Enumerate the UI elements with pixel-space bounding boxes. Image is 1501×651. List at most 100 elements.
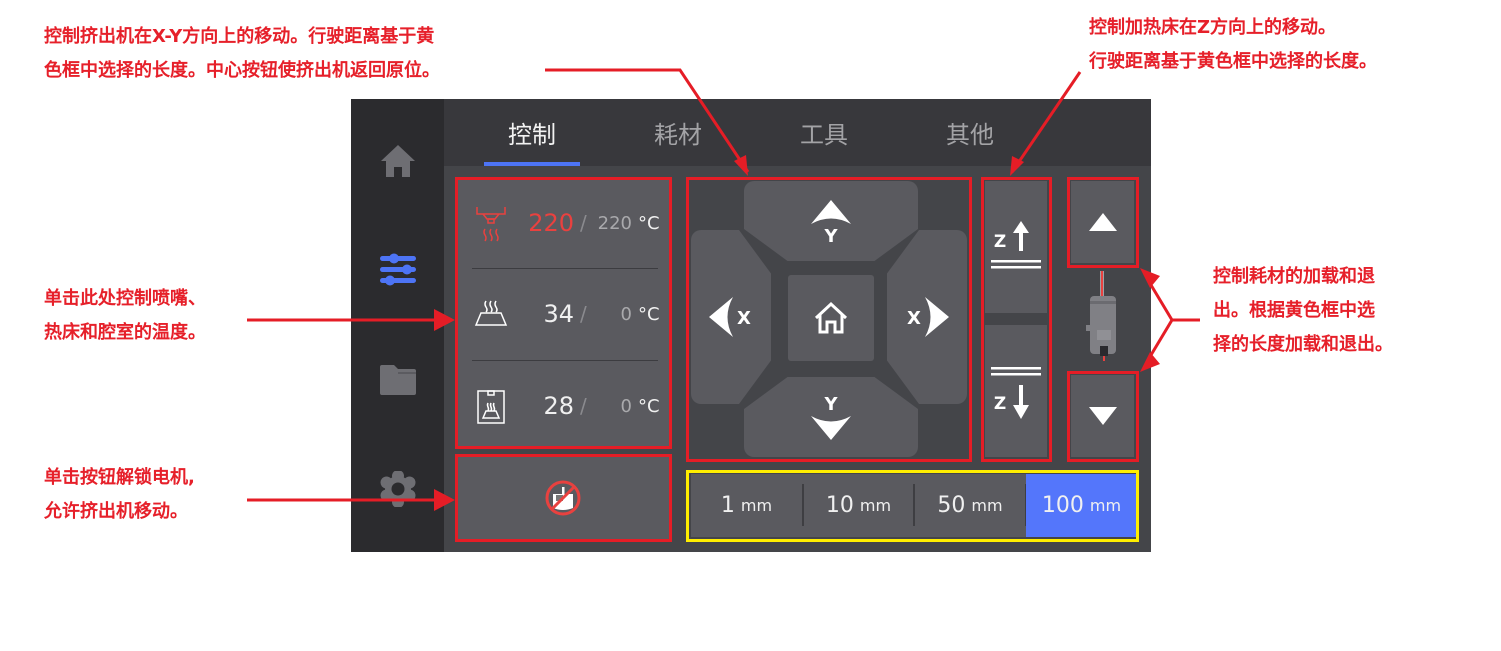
tab-filament[interactable]: 耗材: [630, 99, 726, 166]
temp-row-chamber[interactable]: 28 / 0 °C: [456, 361, 670, 451]
bed-target-temp: 0: [620, 303, 632, 325]
extruder-icon: [1085, 269, 1119, 365]
move-z-up-button[interactable]: Z: [985, 181, 1047, 313]
annotation-xy-move: 控制挤出机在X-Y方向上的移动。行驶距离基于黄 色框中选择的长度。中心按钮使挤出…: [44, 20, 440, 88]
temperature-panel: 220 / 220 °C 34 / 0 °C: [456, 178, 670, 447]
annotation-line: 出。根据黄色框中选: [1213, 300, 1375, 321]
annotation-line: 控制挤出机在X-Y方向上的移动。行驶距离基于黄: [44, 26, 435, 47]
highlight-unlock: [455, 454, 672, 542]
tab-label: 耗材: [654, 121, 702, 149]
tab-tools[interactable]: 工具: [776, 99, 872, 166]
sidebar-item-home[interactable]: [351, 131, 444, 191]
tab-label: 工具: [800, 121, 848, 149]
temp-row-bed[interactable]: 34 / 0 °C: [456, 269, 670, 359]
filament-load-button[interactable]: [1071, 181, 1134, 263]
arrow-up-icon: Y: [809, 197, 853, 245]
distance-option-100mm[interactable]: 100 mm: [1026, 474, 1137, 537]
temp-unit: °C: [638, 395, 660, 417]
printer-screen: 控制 耗材 工具 其他 220 / 220 °C: [351, 99, 1151, 552]
nozzle-current-temp: 220: [528, 209, 574, 237]
annotation-line: 单击此处控制喷嘴、: [44, 288, 206, 309]
annotation-line: 允许挤出机移动。: [44, 501, 188, 522]
sidebar: [351, 99, 444, 552]
distance-unit: mm: [971, 496, 1003, 515]
triangle-up-icon: [1087, 211, 1119, 233]
highlight-load: [1067, 177, 1139, 268]
annotation-line: 色框中选择的长度。中心按钮使挤出机返回原位。: [44, 60, 440, 81]
highlight-temperature: [455, 177, 672, 449]
tab-other[interactable]: 其他: [922, 99, 1018, 166]
annotation-unlock: 单击按钮解锁电机, 允许挤出机移动。: [44, 461, 195, 529]
move-x-minus-button[interactable]: X: [691, 230, 771, 404]
arrow-left-icon: X: [706, 295, 756, 339]
z-up-icon: Z: [991, 219, 1041, 275]
annotation-z-move: 控制加热床在Z方向上的移动。 行驶距离基于黄色框中选择的长度。: [1089, 11, 1377, 79]
annotation-line: 控制加热床在Z方向上的移动。: [1089, 17, 1337, 38]
highlight-distance: [686, 470, 1139, 542]
annotation-line: 择的长度加载和退出。: [1213, 334, 1393, 355]
z-down-icon: Z: [991, 367, 1041, 425]
move-y-plus-button[interactable]: Y: [744, 181, 918, 261]
temp-separator: /: [580, 211, 587, 235]
triangle-down-icon: [1087, 405, 1119, 427]
distance-option-50mm[interactable]: 50 mm: [915, 474, 1025, 537]
temp-row-nozzle[interactable]: 220 / 220 °C: [456, 178, 670, 268]
distance-unit: mm: [859, 496, 892, 515]
tab-label: 控制: [508, 121, 556, 149]
highlight-unload: [1067, 371, 1139, 462]
tab-label: 其他: [946, 121, 994, 149]
divider: [802, 484, 804, 526]
xy-pad: Y Y X X: [688, 178, 970, 460]
highlight-z-control: [981, 177, 1052, 462]
nozzle-target-temp: 220: [597, 212, 632, 234]
svg-text:Z: Z: [994, 232, 1006, 252]
svg-text:X: X: [737, 308, 751, 329]
temp-separator: /: [580, 302, 587, 326]
svg-text:Z: Z: [994, 394, 1006, 414]
temp-unit: °C: [638, 212, 660, 234]
tab-control[interactable]: 控制: [484, 99, 580, 166]
sliders-icon: [379, 253, 417, 287]
annotation-line: 行驶距离基于黄色框中选择的长度。: [1089, 51, 1377, 72]
distance-value: 10: [825, 493, 854, 518]
sidebar-item-control[interactable]: [351, 240, 444, 300]
home-icon: [379, 143, 417, 179]
move-x-plus-button[interactable]: X: [887, 230, 967, 404]
distance-value: 100: [1041, 493, 1084, 518]
annotation-line: 单击按钮解锁电机,: [44, 467, 195, 488]
svg-text:Y: Y: [823, 226, 838, 245]
heatbed-icon: [474, 297, 508, 333]
home-xy-button[interactable]: [788, 275, 874, 361]
sidebar-item-files[interactable]: [351, 350, 444, 410]
chamber-icon: [474, 389, 508, 425]
arrow-down-icon: Y: [809, 392, 853, 442]
divider: [472, 268, 658, 269]
distance-value: 1: [720, 493, 735, 518]
z-control: Z Z: [982, 178, 1050, 460]
chamber-target-temp: 0: [620, 395, 632, 417]
tab-bar: 控制 耗材 工具 其他: [444, 99, 1151, 166]
svg-text:Y: Y: [823, 394, 838, 415]
annotation-filament: 控制耗材的加载和退 出。根据黄色框中选 择的长度加载和退出。: [1213, 260, 1393, 362]
motor-unlock-button[interactable]: [456, 455, 670, 540]
move-z-down-button[interactable]: Z: [985, 325, 1047, 457]
distance-option-10mm[interactable]: 10 mm: [804, 474, 913, 537]
svg-text:X: X: [907, 308, 921, 329]
temp-unit: °C: [638, 303, 660, 325]
chamber-current-temp: 28: [543, 392, 574, 420]
arrow-right-icon: X: [902, 295, 952, 339]
move-y-minus-button[interactable]: Y: [744, 377, 918, 457]
divider: [913, 484, 915, 526]
bed-current-temp: 34: [543, 300, 574, 328]
folder-icon: [379, 364, 417, 396]
distance-value: 50: [937, 493, 966, 518]
filament-unload-button[interactable]: [1071, 375, 1134, 457]
annotation-temperature: 单击此处控制喷嘴、 热床和腔室的温度。: [44, 282, 206, 350]
motor-unlock-icon: [545, 480, 581, 516]
annotation-line: 热床和腔室的温度。: [44, 322, 206, 343]
highlight-xy-pad: [686, 177, 972, 462]
distance-unit: mm: [1089, 496, 1122, 515]
